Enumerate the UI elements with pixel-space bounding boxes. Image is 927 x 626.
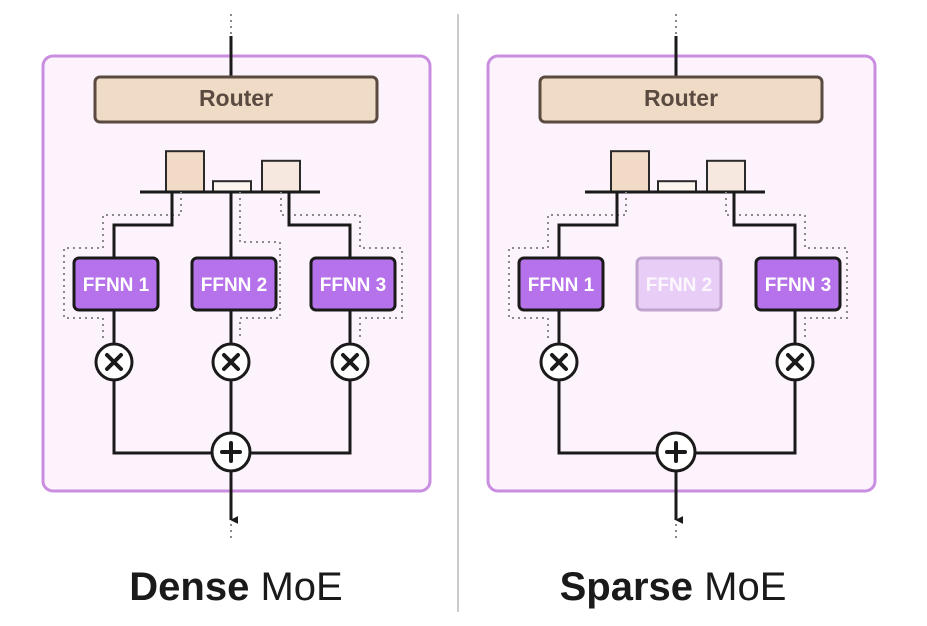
sparse-title-bold: Sparse — [560, 565, 693, 609]
sparse-multiply-icon-1 — [539, 342, 579, 382]
dense-multiply-icon-3 — [330, 342, 370, 382]
dense-ffnn-2-label: FFNN 2 — [201, 275, 268, 296]
sparse-combine-lines — [557, 381, 797, 455]
sparse-route-3 — [732, 192, 797, 258]
dense-route-1 — [112, 192, 174, 258]
sparse-ffnn-2-label: FFNN 2 — [646, 275, 713, 296]
dense-moe-panel: Router FFNN 1 FFNN 2 FFNN 3 — [41, 14, 432, 609]
dense-router-score-bar-1 — [165, 150, 205, 193]
dense-path-3-dotted — [280, 192, 403, 338]
dense-ffnn-1 — [72, 256, 160, 312]
dense-path-2-dotted — [239, 192, 281, 338]
dense-router-score-bar-3 — [261, 159, 301, 194]
sparse-title-rest: MoE — [693, 565, 786, 609]
sparse-moe-panel: Router FFNN 1 FFNN 2 FFNN 3 — [486, 14, 877, 609]
sparse-ffnn-1 — [517, 256, 605, 312]
sparse-router-label: Router — [644, 85, 718, 111]
dense-ffnn-3 — [309, 256, 397, 312]
sparse-ffnn-3-label: FFNN 3 — [765, 275, 832, 296]
dense-ffnn-1-label: FFNN 1 — [83, 275, 150, 296]
sparse-path-3-dotted — [725, 192, 848, 338]
sparse-router-box — [538, 75, 824, 124]
sparse-ffnn-2-inactive — [635, 256, 723, 312]
sparse-path-1-dotted — [508, 192, 627, 338]
dense-router-score-bar-2 — [212, 180, 252, 193]
dense-add-icon — [210, 431, 252, 473]
dense-combine-lines — [112, 381, 352, 455]
sparse-ffnn-1-label: FFNN 1 — [528, 275, 595, 296]
sparse-moe-title: Sparse MoE — [560, 565, 787, 609]
dense-path-1-dotted — [63, 192, 182, 338]
dense-moe-title: Dense MoE — [129, 565, 342, 609]
sparse-router-score-bar-2 — [657, 180, 697, 193]
sparse-multiply-icon-3 — [775, 342, 815, 382]
dense-title-bold: Dense — [129, 565, 249, 609]
sparse-route-1 — [557, 192, 619, 258]
dense-multiply-icon-1 — [94, 342, 134, 382]
dense-router-box — [93, 75, 379, 124]
dense-title-rest: MoE — [249, 565, 342, 609]
dense-route-3 — [287, 192, 352, 258]
dense-multiply-icon-2 — [211, 342, 251, 382]
dense-ffnn-3-label: FFNN 3 — [320, 275, 387, 296]
sparse-add-icon — [655, 431, 697, 473]
dense-router-label: Router — [199, 85, 273, 111]
sparse-router-score-bar-3 — [706, 159, 746, 194]
dense-ffnn-2 — [190, 256, 278, 312]
sparse-router-score-bar-1 — [610, 150, 650, 193]
sparse-ffnn-3 — [754, 256, 842, 312]
